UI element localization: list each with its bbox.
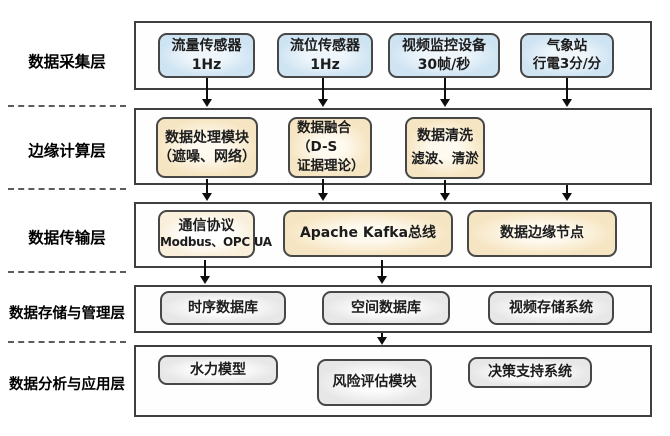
box-text: 数据清洗 bbox=[417, 127, 473, 144]
down-arrow-icon bbox=[318, 193, 328, 201]
layer-divider bbox=[8, 188, 126, 190]
flow-arrow-shaft bbox=[444, 180, 446, 194]
box-text: 决策支持系统 bbox=[488, 364, 572, 381]
box-text: 1Hz bbox=[310, 56, 340, 73]
layer-divider bbox=[8, 105, 126, 107]
flow-arrow-shaft bbox=[206, 78, 208, 100]
flow-arrow-shaft bbox=[204, 260, 206, 277]
box-hydraulic-model: 水力模型 bbox=[158, 355, 278, 385]
flow-arrow-shaft bbox=[322, 78, 324, 100]
down-arrow-icon bbox=[562, 193, 572, 201]
box-video-monitor-device: 视频监控设备 30帧/秒 bbox=[388, 33, 500, 78]
down-arrow-icon bbox=[377, 276, 387, 284]
down-arrow-icon bbox=[318, 99, 328, 107]
layer-label-data-transmission: 数据传输层 bbox=[28, 229, 106, 247]
box-text: 滤波、清淤 bbox=[411, 151, 479, 168]
down-arrow-icon bbox=[202, 193, 212, 201]
flow-arrow-shaft bbox=[444, 78, 446, 100]
box-text: 通信协议 bbox=[178, 217, 235, 234]
box-text: 证据理论） bbox=[297, 157, 365, 174]
box-text: 风险评估模块 bbox=[332, 374, 417, 391]
box-text: 数据处理模块 bbox=[165, 130, 249, 147]
flow-arrow-shaft bbox=[206, 179, 208, 194]
box-text: 空间数据库 bbox=[351, 299, 421, 316]
down-arrow-icon bbox=[440, 99, 450, 107]
box-text: （D-S bbox=[297, 139, 338, 156]
down-arrow-icon bbox=[202, 99, 212, 107]
box-decision-support: 决策支持系统 bbox=[468, 357, 592, 388]
box-text: 行電3分/分 bbox=[532, 55, 602, 72]
down-arrow-icon bbox=[200, 276, 210, 284]
box-flow-sensor: 流量传感器 1Hz bbox=[158, 33, 255, 78]
flow-arrow-shaft bbox=[381, 260, 383, 277]
flow-arrow-shaft bbox=[566, 78, 568, 100]
box-text: 视频存储系统 bbox=[509, 299, 593, 316]
box-risk-assessment: 风险评估模块 bbox=[317, 359, 432, 406]
box-text: 时序数据库 bbox=[188, 299, 258, 316]
layer-label-data-storage: 数据存储与管理层 bbox=[9, 306, 125, 322]
box-data-processing-module: 数据处理模块 （遮噪、网络） bbox=[156, 117, 258, 178]
box-text: 流量传感器 bbox=[171, 38, 242, 55]
flow-arrow-shaft bbox=[566, 185, 568, 194]
box-text: Apache Kafka总线 bbox=[299, 225, 437, 242]
box-comm-protocol: 通信协议 Modbus、OPC UA bbox=[158, 210, 272, 258]
down-arrow-icon bbox=[562, 99, 572, 107]
box-text: 数据融合 bbox=[297, 120, 351, 137]
box-text: 30帧/秒 bbox=[417, 56, 471, 73]
box-level-sensor: 流位传感器 1Hz bbox=[277, 33, 373, 78]
box-text: 视频监控设备 bbox=[402, 38, 486, 55]
box-text: 气象站 bbox=[546, 37, 588, 54]
down-arrow-icon bbox=[440, 193, 450, 201]
flow-arrow-shaft bbox=[322, 179, 324, 194]
layer-divider bbox=[8, 271, 126, 273]
flow-arrow-shaft bbox=[381, 333, 383, 339]
box-video-storage: 视频存储系统 bbox=[488, 291, 614, 325]
box-text: 水力模型 bbox=[190, 361, 246, 378]
box-timeseries-db: 时序数据库 bbox=[160, 291, 286, 325]
layer-label-data-collection: 数据采集层 bbox=[28, 53, 106, 71]
layer-label-data-analysis: 数据分析与应用层 bbox=[9, 377, 125, 393]
box-spatial-db: 空间数据库 bbox=[322, 291, 450, 325]
layer-divider bbox=[8, 341, 126, 343]
down-arrow-icon bbox=[377, 337, 387, 345]
box-data-edge-node: 数据边缘节点 bbox=[467, 210, 617, 257]
box-weather-station: 气象站 行電3分/分 bbox=[520, 33, 614, 78]
layer-label-edge-computing: 边缘计算层 bbox=[28, 142, 106, 160]
box-kafka-bus: Apache Kafka总线 bbox=[283, 210, 453, 257]
box-data-fusion: 数据融合 （D-S 证据理论） bbox=[288, 117, 372, 178]
box-text: 流位传感器 bbox=[290, 38, 360, 55]
box-text: 1Hz bbox=[191, 56, 222, 73]
box-data-cleaning: 数据清洗 滤波、清淤 bbox=[405, 117, 485, 179]
box-text: （遮噪、网络） bbox=[158, 148, 256, 165]
box-text: Modbus、OPC UA bbox=[160, 235, 272, 250]
box-text: 数据边缘节点 bbox=[500, 225, 584, 242]
